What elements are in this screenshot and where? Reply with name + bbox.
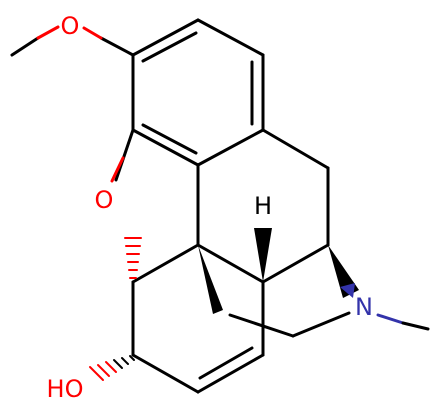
bridge-oxygen-label: O — [95, 186, 114, 214]
methoxy-oxygen-label: O — [61, 12, 80, 40]
bond-bridge-o-red — [110, 156, 125, 183]
bond-c1-c2 — [131, 18, 200, 57]
bond-c16-n — [291, 311, 351, 338]
bond-methoxy-o-c1-red — [82, 26, 103, 40]
bond-c7-c6 — [131, 353, 200, 394]
bond-c14-quaternary — [196, 243, 265, 284]
bond-c1-c2-inner — [141, 31, 198, 63]
hydroxyl-label: HO — [47, 375, 84, 403]
bond-c6-bridge-o — [114, 128, 135, 182]
wedge-quaternary-c15 — [198, 245, 223, 314]
bond-c4-c10 — [261, 128, 330, 170]
bond-methoxy-ch3 — [10, 36, 40, 57]
bond-c5-c6 — [131, 128, 200, 167]
bond-c4-c5 — [196, 128, 265, 167]
hydrogen-label: H — [254, 192, 272, 220]
bond-c1-methoxy-o — [99, 36, 135, 57]
bond-nitrogen-methyl — [376, 313, 405, 325]
hash-hydroxyl-red — [89, 361, 117, 381]
bond-quaternary-c5prime — [131, 243, 200, 284]
hash-c6-hydroxyl — [113, 355, 135, 369]
bond-c8-c7 — [196, 353, 265, 394]
bond-c9-c14 — [261, 243, 330, 284]
hash-c5prime-bridge-o — [124, 237, 142, 279]
wedge-n-blue — [340, 283, 355, 298]
bond-c15-c16 — [228, 313, 295, 338]
bond-c5-c6-inner — [141, 123, 198, 155]
bond-c7-c8-inner — [198, 346, 254, 380]
bond-nitrogen-methyl-end — [401, 321, 430, 331]
wedge-c14-h — [254, 228, 272, 282]
bond-methoxy-o-ch3-red — [36, 25, 60, 40]
nitrogen-label: N — [355, 293, 373, 321]
bond-c2-c3 — [196, 18, 265, 57]
